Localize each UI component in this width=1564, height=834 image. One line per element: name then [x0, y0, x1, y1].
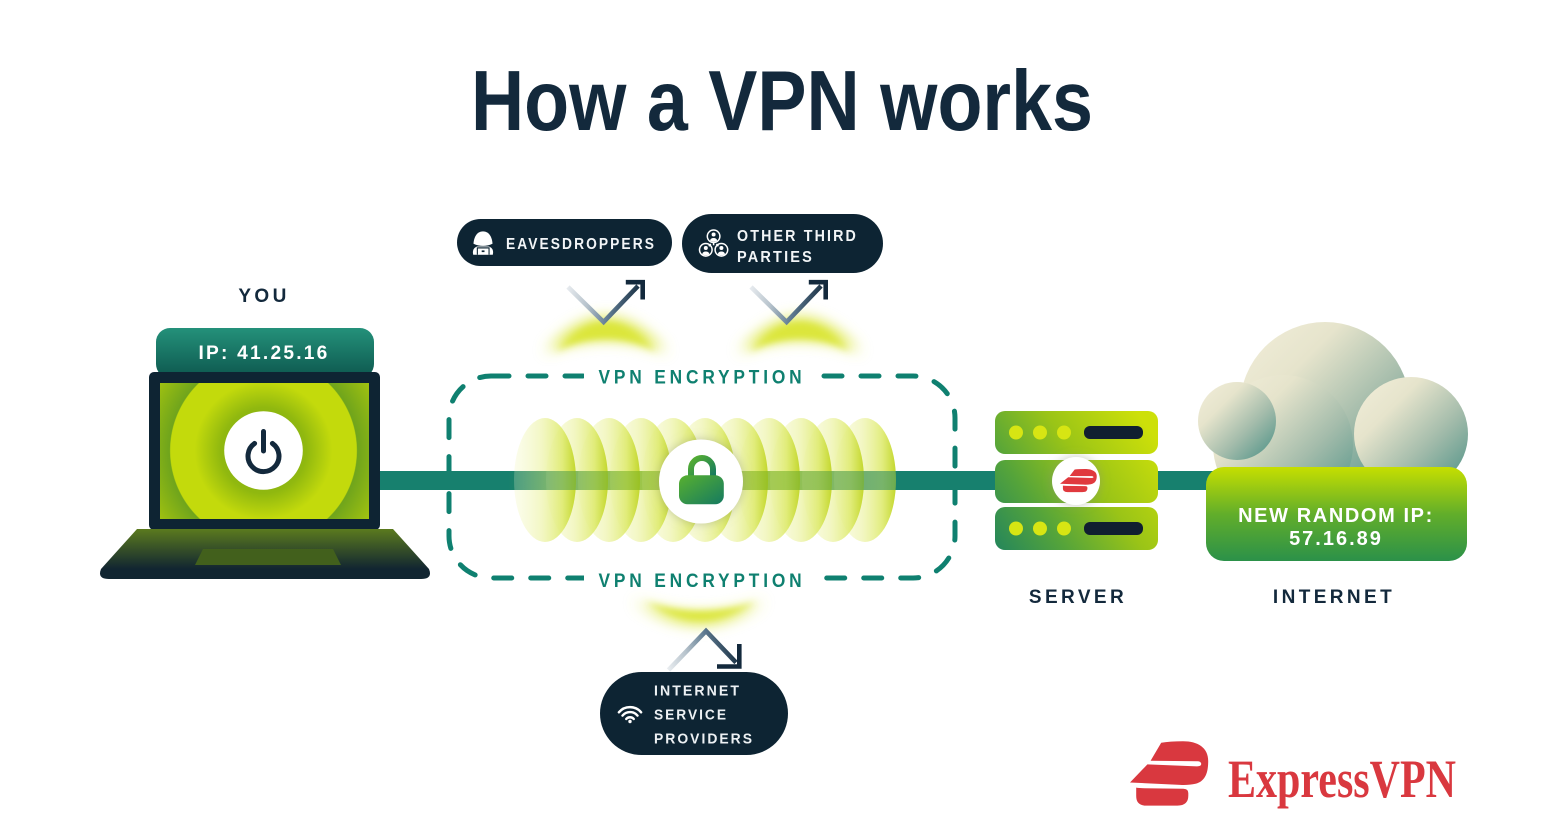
svg-text:PROVIDERS: PROVIDERS [654, 732, 754, 748]
svg-text:SERVER: SERVER [1029, 587, 1127, 608]
svg-text:VPN ENCRYPTION: VPN ENCRYPTION [599, 571, 806, 592]
svg-text:EAVESDROPPERS: EAVESDROPPERS [506, 236, 656, 253]
svg-text:NEW RANDOM IP:: NEW RANDOM IP: [1238, 505, 1434, 527]
svg-text:OTHER THIRD: OTHER THIRD [737, 228, 858, 245]
svg-text:57.16.89: 57.16.89 [1289, 528, 1383, 550]
svg-text:ExpressVPN: ExpressVPN [1228, 749, 1456, 809]
svg-text:SERVICE: SERVICE [654, 708, 728, 724]
svg-text:IP: 41.25.16: IP: 41.25.16 [199, 343, 330, 364]
svg-text:PARTIES: PARTIES [737, 249, 814, 266]
svg-text:YOU: YOU [238, 286, 289, 307]
svg-text:INTERNET: INTERNET [654, 684, 741, 700]
svg-text:INTERNET: INTERNET [1273, 587, 1395, 608]
svg-text:How a VPN works: How a VPN works [471, 54, 1093, 149]
svg-text:VPN ENCRYPTION: VPN ENCRYPTION [599, 368, 806, 389]
